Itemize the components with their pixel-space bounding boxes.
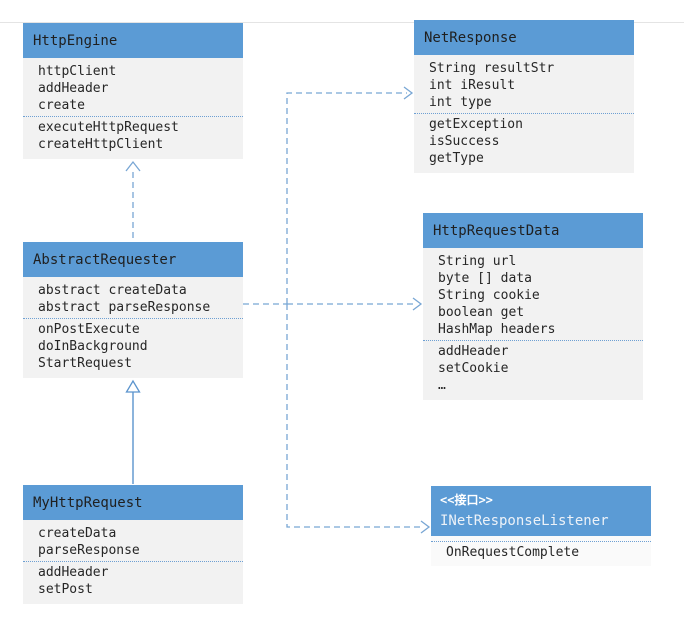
- class-members: createData parseResponse addHeader setPo…: [23, 520, 243, 604]
- class-box-httpengine: HttpEngine httpClient addHeader create e…: [23, 23, 243, 159]
- class-members: OnRequestComplete: [431, 536, 651, 566]
- method-row: setPost: [38, 582, 93, 597]
- attribute-row: int type: [429, 95, 492, 110]
- class-box-httprequestdata: HttpRequestData String url byte [] data …: [423, 213, 643, 400]
- class-members: String resultStr int iResult int type ge…: [414, 55, 634, 173]
- method-row: executeHttpRequest: [38, 120, 179, 135]
- class-members: String url byte [] data String cookie bo…: [423, 248, 643, 400]
- member-separator: [23, 116, 243, 117]
- interface-header: <<接口>> INetResponseListener: [431, 486, 651, 536]
- method-row: addHeader: [38, 565, 109, 580]
- method-row: getType: [429, 151, 484, 166]
- attribute-row: parseResponse: [38, 543, 140, 558]
- class-box-myhttprequest: MyHttpRequest createData parseResponse a…: [23, 485, 243, 604]
- attribute-row: abstract parseResponse: [38, 300, 211, 315]
- member-separator: [23, 318, 243, 319]
- attribute-row: byte [] data: [438, 271, 532, 286]
- dependency-arrow-to-httprequestdata: [287, 297, 423, 311]
- method-row: OnRequestComplete: [446, 545, 580, 560]
- class-box-abstractrequester: AbstractRequester abstract createData ab…: [23, 242, 243, 378]
- method-row: doInBackground: [38, 339, 148, 354]
- method-row: isSuccess: [429, 134, 500, 149]
- attribute-row: httpClient: [38, 64, 117, 79]
- interface-stereotype: <<接口>>: [440, 493, 493, 507]
- attribute-row: String cookie: [438, 288, 540, 303]
- attribute-row: addHeader: [38, 81, 109, 96]
- dependency-arrow-to-netresponse: [243, 86, 414, 305]
- interface-box-inetresponselistener: <<接口>> INetResponseListener OnRequestCom…: [431, 486, 651, 566]
- member-separator: [423, 340, 643, 341]
- class-box-netresponse: NetResponse String resultStr int iResult…: [414, 20, 634, 173]
- class-title: HttpEngine: [23, 23, 243, 58]
- attribute-row: String url: [438, 254, 517, 269]
- method-row: addHeader: [438, 344, 509, 359]
- page-rule: [0, 22, 684, 23]
- attribute-row: abstract createData: [38, 283, 187, 298]
- class-title: HttpRequestData: [423, 213, 643, 248]
- class-members: abstract createData abstract parseRespon…: [23, 277, 243, 378]
- member-separator: [23, 561, 243, 562]
- method-row: StartRequest: [38, 356, 132, 371]
- class-members: httpClient addHeader create executeHttpR…: [23, 58, 243, 159]
- method-row: onPostExecute: [38, 322, 140, 337]
- attribute-row: HashMap headers: [438, 322, 556, 337]
- attribute-row: create: [38, 98, 85, 113]
- method-row: createHttpClient: [38, 137, 164, 152]
- method-row: setCookie: [438, 361, 509, 376]
- attribute-row: int iResult: [429, 78, 516, 93]
- method-row: getException: [429, 117, 523, 132]
- member-separator: [431, 541, 651, 542]
- class-title: INetResponseListener: [440, 513, 609, 529]
- member-separator: [414, 113, 634, 114]
- attribute-row: String resultStr: [429, 61, 555, 76]
- dependency-arrow-to-inetresponselistener: [286, 304, 431, 534]
- method-row: …: [438, 378, 446, 393]
- attribute-row: boolean get: [438, 305, 525, 320]
- generalization-arrow-to-abstractrequester: [125, 379, 141, 484]
- class-title: AbstractRequester: [23, 242, 243, 277]
- attribute-row: createData: [38, 526, 117, 541]
- class-title: NetResponse: [414, 20, 634, 55]
- class-title: MyHttpRequest: [23, 485, 243, 520]
- dependency-arrow-to-httpengine: [125, 160, 141, 241]
